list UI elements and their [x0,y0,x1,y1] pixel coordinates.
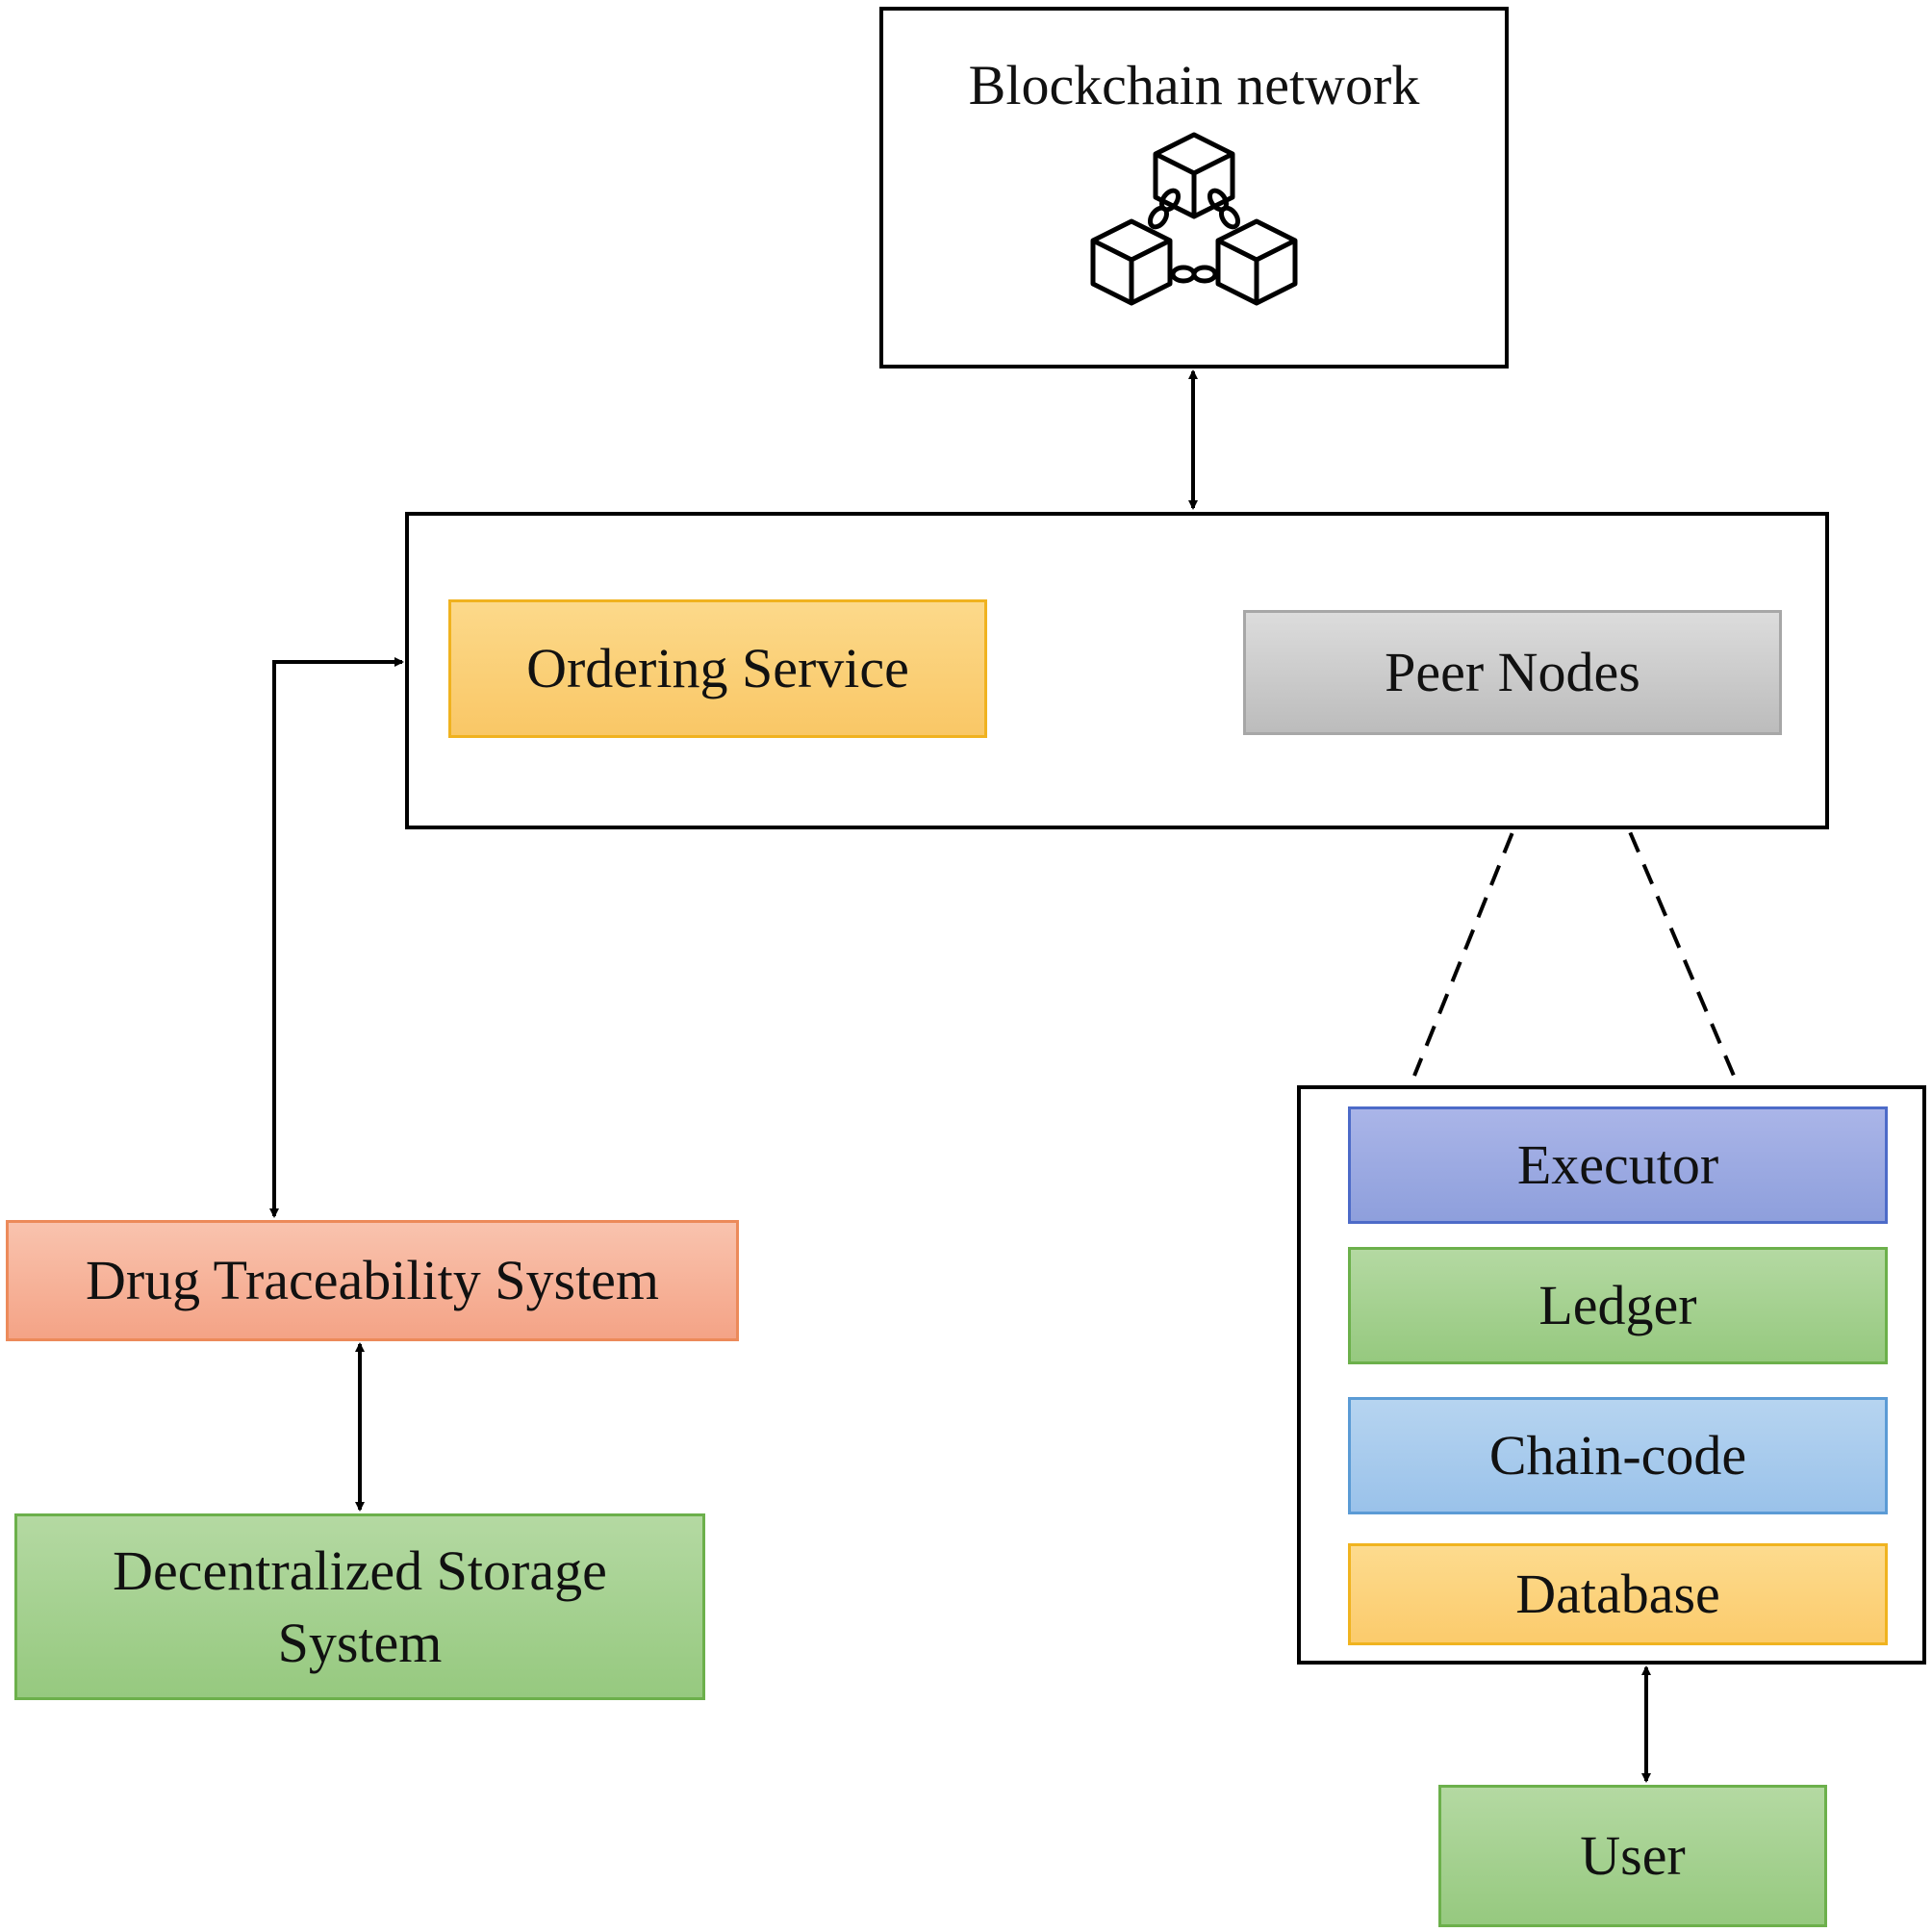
executor-label: Executor [1516,1133,1719,1197]
drug-traceability-system-box: Drug Traceability System [6,1220,739,1341]
ledger-label: Ledger [1538,1274,1697,1337]
database-box: Database [1348,1543,1888,1645]
user-label: User [1580,1824,1686,1888]
ledger-box: Ledger [1348,1247,1888,1364]
peer-nodes-label: Peer Nodes [1385,641,1640,704]
blockchain-network-title: Blockchain network [968,54,1420,116]
blockchain-network-box: Blockchain network [879,7,1509,369]
ordering-service-label: Ordering Service [526,637,909,700]
chain-code-label: Chain-code [1488,1424,1747,1487]
arrow-core-drug [269,657,404,1218]
drug-traceability-system-label: Drug Traceability System [85,1249,660,1312]
chain-code-box: Chain-code [1348,1397,1888,1514]
decentralized-storage-label: Decentralized Storage System [113,1538,607,1674]
blockchain-cubes-icon [1090,132,1298,306]
dashed-line-right [1588,736,1736,1077]
executor-box: Executor [1348,1106,1888,1224]
dashed-line-left [1412,736,1553,1077]
decentralized-storage-box: Decentralized Storage System [14,1513,705,1700]
peer-nodes-box: Peer Nodes [1243,610,1782,735]
database-label: Database [1515,1563,1720,1626]
ordering-service-box: Ordering Service [448,599,987,738]
user-box: User [1438,1785,1827,1927]
